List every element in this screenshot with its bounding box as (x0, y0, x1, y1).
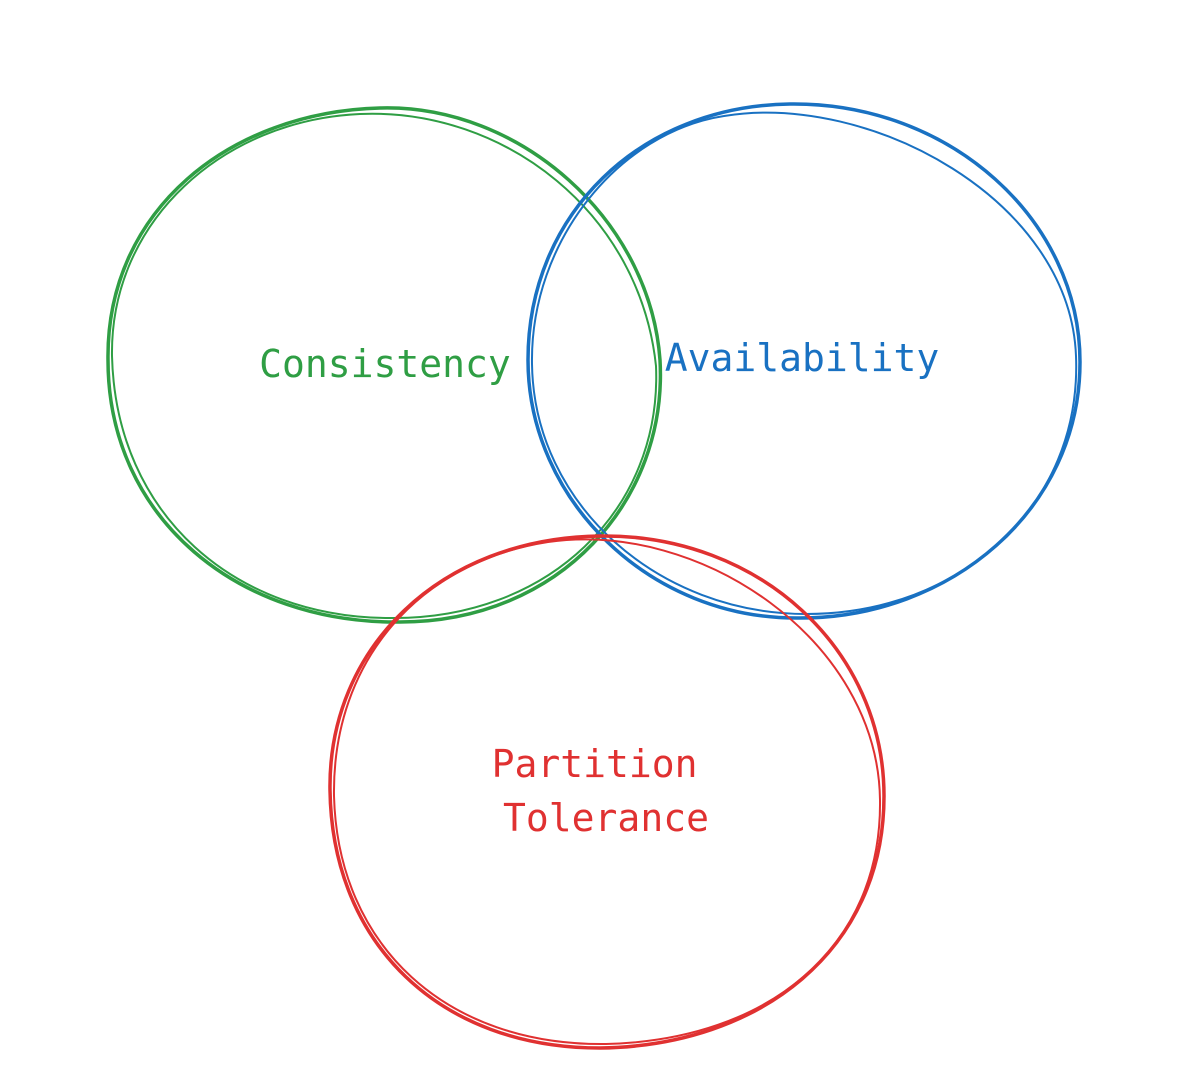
consistency-circle-overstroke (110, 112, 658, 620)
partition-tolerance-label-line-2: Tolerance (503, 796, 709, 840)
partition-tolerance-label-line-1: Partition (492, 742, 698, 786)
consistency-circle (106, 106, 663, 624)
partition-tolerance-label: Partition Tolerance (492, 742, 721, 840)
consistency-set[interactable]: Consistency (106, 106, 663, 624)
availability-set[interactable]: Availability (526, 102, 1082, 620)
consistency-label: Consistency (259, 342, 511, 386)
availability-circle (526, 102, 1082, 620)
availability-circle-overstroke (530, 111, 1078, 615)
partition-tolerance-circle (328, 534, 886, 1050)
partition-tolerance-circle-overstroke (332, 538, 882, 1046)
partition-tolerance-set[interactable]: Partition Tolerance (328, 534, 886, 1050)
availability-label: Availability (665, 336, 940, 380)
